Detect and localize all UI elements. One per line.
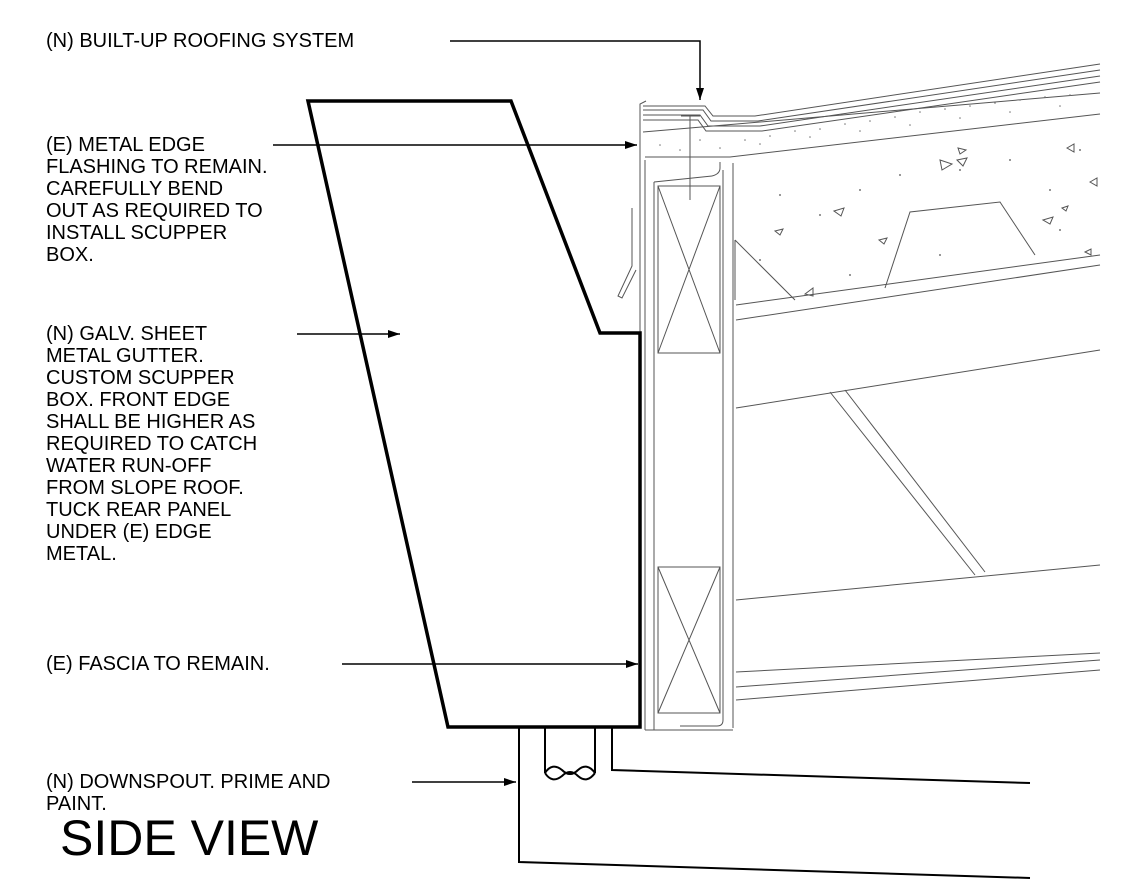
callout-line: FROM SLOPE ROOF. xyxy=(46,477,244,499)
roof-membrane xyxy=(643,63,1101,117)
callout-line: METAL. xyxy=(46,543,117,565)
callout-line: OUT AS REQUIRED TO xyxy=(46,200,263,222)
callout-roofing: (N) BUILT-UP ROOFING SYSTEM xyxy=(46,30,354,52)
callout-line: (E) FASCIA TO REMAIN. xyxy=(46,653,270,675)
callout-gutter: (N) GALV. SHEET METAL GUTTER. CUSTOM SCU… xyxy=(46,323,257,565)
callout-downspout: (N) DOWNSPOUT. PRIME AND PAINT. xyxy=(46,771,330,815)
callout-line: FLASHING TO REMAIN. xyxy=(46,156,268,178)
roof-insulation xyxy=(642,92,1101,133)
callout-line: WATER RUN-OFF xyxy=(46,455,212,477)
roof-deck xyxy=(734,239,796,301)
leader-lines xyxy=(273,40,704,786)
blocking-upper xyxy=(657,185,721,354)
scupper-box xyxy=(305,99,642,729)
callout-line: BOX. xyxy=(46,244,94,266)
callout-fascia: (E) FASCIA TO REMAIN. xyxy=(46,653,270,675)
callout-line: PAINT. xyxy=(46,793,107,815)
downspout xyxy=(518,728,1031,879)
callout-line: CUSTOM SCUPPER xyxy=(46,367,235,389)
callout-line: INSTALL SCUPPER xyxy=(46,222,228,244)
callout-line: REQUIRED TO CATCH xyxy=(46,433,258,455)
concrete-aggregate xyxy=(773,143,1098,297)
callout-line: METAL GUTTER. xyxy=(46,345,204,367)
callout-line: (N) GALV. SHEET xyxy=(46,323,208,345)
callout-line: CAREFULLY BEND xyxy=(46,178,224,200)
insulation-hatch xyxy=(659,94,1081,276)
roof-joist-top xyxy=(735,254,1101,306)
callout-metal-edge: (E) METAL EDGE FLASHING TO REMAIN. CAREF… xyxy=(46,134,268,266)
callout-line: TUCK REAR PANEL xyxy=(46,499,232,521)
callout-line: BOX. FRONT EDGE xyxy=(46,389,231,411)
callout-line: UNDER (E) EDGE xyxy=(46,521,212,543)
drawing-title: SIDE VIEW xyxy=(60,810,319,866)
callout-line: (N) BUILT-UP ROOFING SYSTEM xyxy=(46,30,355,52)
blocking-lower xyxy=(657,566,721,714)
roof-assembly xyxy=(642,63,1101,701)
nail xyxy=(681,115,700,200)
callout-line: SHALL BE HIGHER AS xyxy=(46,411,256,433)
fascia-assembly xyxy=(617,100,734,731)
callout-line: (N) DOWNSPOUT. PRIME AND xyxy=(46,771,331,793)
leader-roofing xyxy=(450,40,704,100)
callout-line: (E) METAL EDGE xyxy=(46,134,205,156)
